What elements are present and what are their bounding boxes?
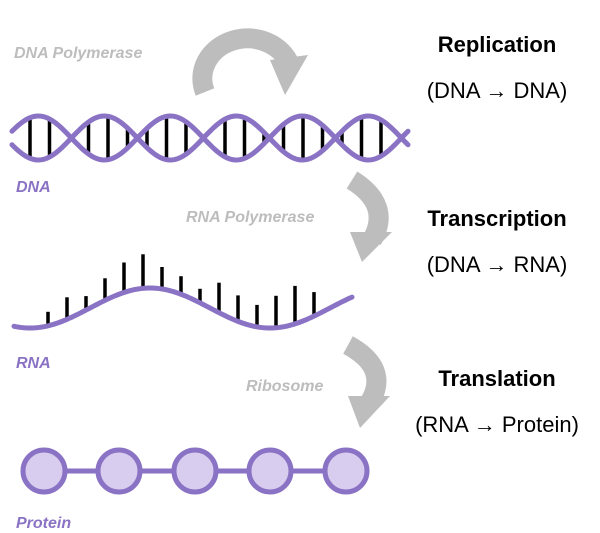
rna-single-strand <box>11 254 355 331</box>
translation-title: Translation <box>438 366 555 391</box>
amino-acid-bead <box>246 447 294 495</box>
rna-polymerase-label: RNA Polymerase <box>186 209 314 226</box>
translation-equation: (RNA → Protein) <box>415 412 579 437</box>
dna-polymerase-label: DNA Polymerase <box>14 45 142 62</box>
amino-acid-bead <box>171 447 219 495</box>
rna-label: RNA <box>16 355 51 372</box>
transcription-equation: (DNA → RNA) <box>427 252 568 277</box>
replication-circular-arrow <box>192 28 308 96</box>
rna-strand <box>11 285 355 331</box>
protein-chain <box>20 447 370 495</box>
rna-bases <box>46 254 316 328</box>
translation-arrow <box>342 336 390 428</box>
dna-label: DNA <box>16 179 51 196</box>
transcription-title: Transcription <box>427 206 566 231</box>
protein-label: Protein <box>16 515 71 532</box>
dna-double-helix <box>9 113 411 163</box>
ribosome-label: Ribosome <box>246 378 323 395</box>
replication-equation: (DNA → DNA) <box>427 78 568 103</box>
dna-strand-2 <box>9 113 411 163</box>
amino-acid-bead <box>322 447 370 495</box>
dna-strand-1 <box>9 113 411 163</box>
transcription-arrow <box>346 171 392 262</box>
replication-title: Replication <box>438 32 557 57</box>
amino-acid-bead <box>20 447 68 495</box>
amino-acid-bead <box>95 447 143 495</box>
